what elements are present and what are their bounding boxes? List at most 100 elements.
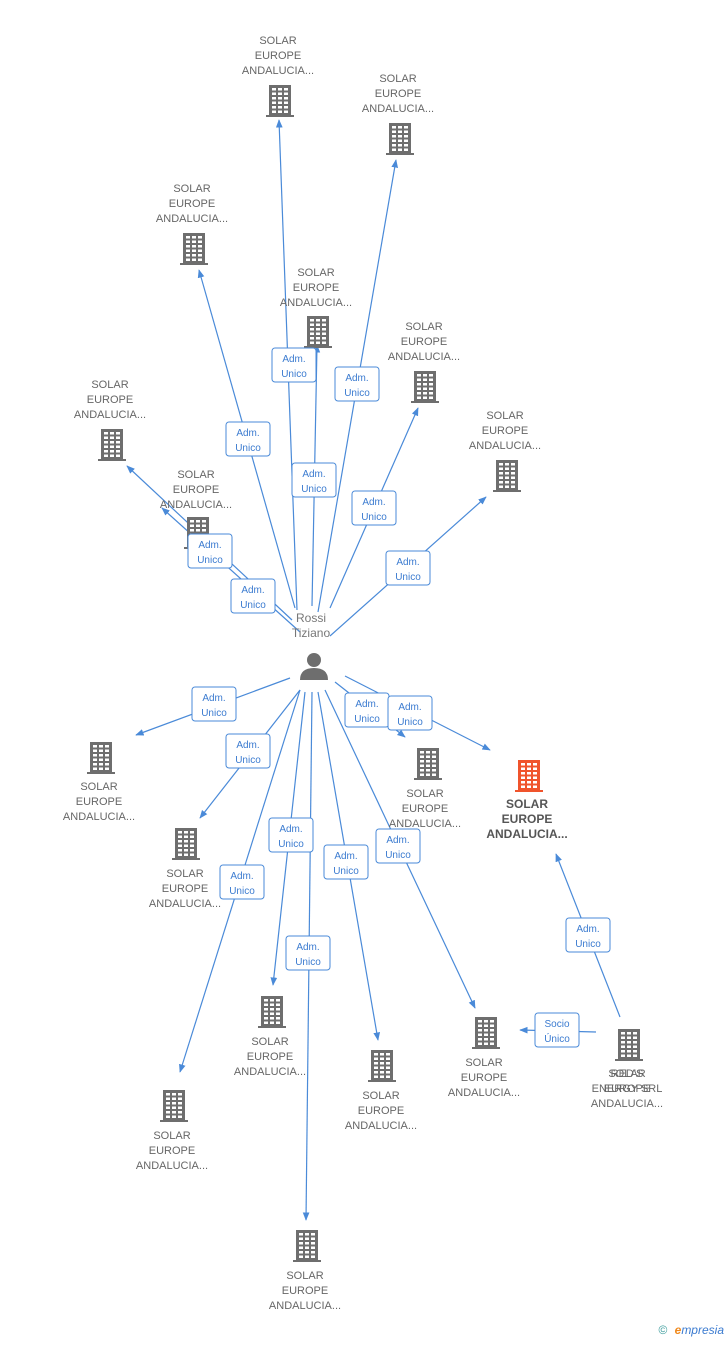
company-label: EUROPE: [402, 803, 448, 815]
building-icon: [368, 1050, 396, 1082]
company-node[interactable]: SOLAREUROPEANDALUCIA...: [269, 1230, 341, 1312]
relation-label[interactable]: Adm. Unico: [291, 462, 337, 498]
company-label: ANDALUCIA...: [269, 1300, 341, 1312]
building-icon: [515, 760, 543, 792]
relation-label-text: Único: [544, 1032, 570, 1045]
company-node[interactable]: SOLAREUROPEANDALUCIA...: [74, 379, 146, 461]
company-label: EUROPE: [255, 50, 301, 62]
building-icon: [472, 1017, 500, 1049]
company-label: EUROPE: [162, 883, 208, 895]
relation-label[interactable]: Adm. Unico: [271, 347, 317, 383]
building-icon: [172, 828, 200, 860]
relation-label[interactable]: Adm.Unico: [375, 828, 421, 864]
building-icon: [266, 85, 294, 117]
relation-label[interactable]: Adm.Unico: [219, 864, 265, 900]
company-node[interactable]: SOLAREUROPEANDALUCIA...: [345, 1050, 417, 1132]
relation-label-text: Adm.: [396, 557, 419, 568]
company-label: ANDALUCIA...: [469, 440, 541, 452]
company-label: EUROPE: [169, 198, 215, 210]
company-node[interactable]: SOLAREUROPEANDALUCIA...: [486, 760, 568, 841]
relation-label-text: Adm.: [202, 693, 225, 704]
relation-label-text: Adm.: [241, 585, 264, 596]
company-label: ANDALUCIA...: [486, 827, 567, 841]
building-icon: [180, 233, 208, 265]
company-label: SOLAR: [286, 1270, 323, 1282]
relation-label[interactable]: Adm.Unico: [225, 421, 271, 457]
copyright-icon: ©: [658, 1323, 668, 1337]
relation-label-text: Unico: [354, 714, 380, 725]
relation-label-text: Adm.: [279, 824, 302, 835]
building-icon: [87, 742, 115, 774]
company-label: ANDALUCIA...: [280, 297, 352, 309]
relation-label[interactable]: Adm.Unico: [187, 533, 233, 569]
relation-label-text: Adm.: [296, 942, 319, 953]
relation-label-text: Unico: [235, 755, 261, 766]
company-node[interactable]: SOLAREUROPEANDALUCIA...: [242, 35, 314, 117]
relation-label-text: Unico: [575, 939, 601, 950]
relation-label-text: Adm.: [236, 740, 259, 751]
company-node[interactable]: SOLAR EUROPE ANDALUCIA...: [362, 73, 434, 155]
company-label: ANDALUCIA...: [388, 351, 460, 363]
relation-label[interactable]: Adm. Unico: [565, 917, 611, 953]
company-label: SOLAR: [486, 410, 523, 422]
relation-label-text: Adm.: [302, 469, 325, 480]
relation-label[interactable]: Adm. Unico: [191, 686, 237, 722]
relation-label-text: Adm.: [386, 835, 409, 846]
company-node[interactable]: SOLAREUROPEANDALUCIA...: [63, 742, 135, 823]
relation-label[interactable]: Adm.Unico: [351, 490, 397, 526]
company-node[interactable]: SOLAREUROPEANDALUCIA...: [156, 183, 228, 265]
relation-label[interactable]: Adm.Unico: [385, 550, 431, 586]
company-node[interactable]: SOLAREUROPEANDALUCIA...: [469, 410, 541, 492]
company-label: ANDALUCIA...: [149, 898, 221, 910]
company-label: ANDALUCIA...: [591, 1098, 663, 1110]
company-node[interactable]: SOLAREUROPEANDALUCIA...: [389, 748, 461, 830]
relation-label-text: Unico: [344, 388, 370, 399]
relation-label[interactable]: Adm.Unico: [268, 817, 314, 853]
company-node[interactable]: SOLAR EUROPE ANDALUCIA...: [149, 828, 221, 910]
relation-label-text: Adm.: [345, 373, 368, 384]
relation-label-text: Unico: [240, 600, 266, 611]
building-icon: [411, 371, 439, 403]
relation-label[interactable]: Adm. Unico: [225, 733, 271, 769]
company-label: EUROPE: [375, 88, 421, 100]
company-label: SOLAR: [405, 321, 442, 333]
company-label: SOLAR: [153, 1130, 190, 1142]
building-icon: [615, 1029, 643, 1061]
relation-label[interactable]: Adm.Unico: [344, 692, 390, 728]
relation-label-text: Unico: [397, 717, 423, 728]
relation-label[interactable]: Adm. Unico: [334, 366, 380, 402]
company-label: EUROPE: [461, 1072, 507, 1084]
company-node[interactable]: SOLAREUROPEANDALUCIA...: [280, 267, 352, 348]
company-label: SOLAR: [465, 1057, 502, 1069]
company-label: SOLAR: [362, 1090, 399, 1102]
relation-label[interactable]: Adm. Unico: [387, 695, 433, 731]
relation-label[interactable]: Adm. Unico: [230, 578, 276, 614]
brand-logo: empresia: [674, 1323, 724, 1337]
relation-label-text: Adm.: [398, 702, 421, 713]
relation-label-text: Unico: [281, 369, 307, 380]
company-node[interactable]: SOLAREUROPEANDALUCIA...: [388, 321, 460, 403]
relation-label[interactable]: Adm. Unico: [285, 935, 331, 971]
company-label: ANDALUCIA...: [362, 103, 434, 115]
relation-label-text: Unico: [201, 708, 227, 719]
relation-label-text: Adm.: [282, 354, 305, 365]
person-name-line2: Tiziano: [292, 626, 331, 640]
company-label: ANDALUCIA...: [234, 1066, 306, 1078]
company-label: SOLAR: [406, 788, 443, 800]
company-node[interactable]: SOLAREUROPEANDALUCIA...: [448, 1017, 520, 1099]
relation-label[interactable]: Adm.Unico: [323, 844, 369, 880]
relation-label-text: Unico: [301, 484, 327, 495]
company-label: SOLAR: [379, 73, 416, 85]
company-label: ANDALUCIA...: [63, 811, 135, 823]
company-label: SOLAR: [166, 868, 203, 880]
company-node[interactable]: SOLAREUROPEANDALUCIA...: [136, 1090, 208, 1172]
relation-edge: [161, 507, 301, 633]
company-node[interactable]: SOLAREUROPEANDALUCIA...: [234, 996, 306, 1078]
relation-label-text: Adm.: [576, 924, 599, 935]
relation-label-text: Unico: [295, 957, 321, 968]
company-label: EUROPE: [87, 394, 133, 406]
